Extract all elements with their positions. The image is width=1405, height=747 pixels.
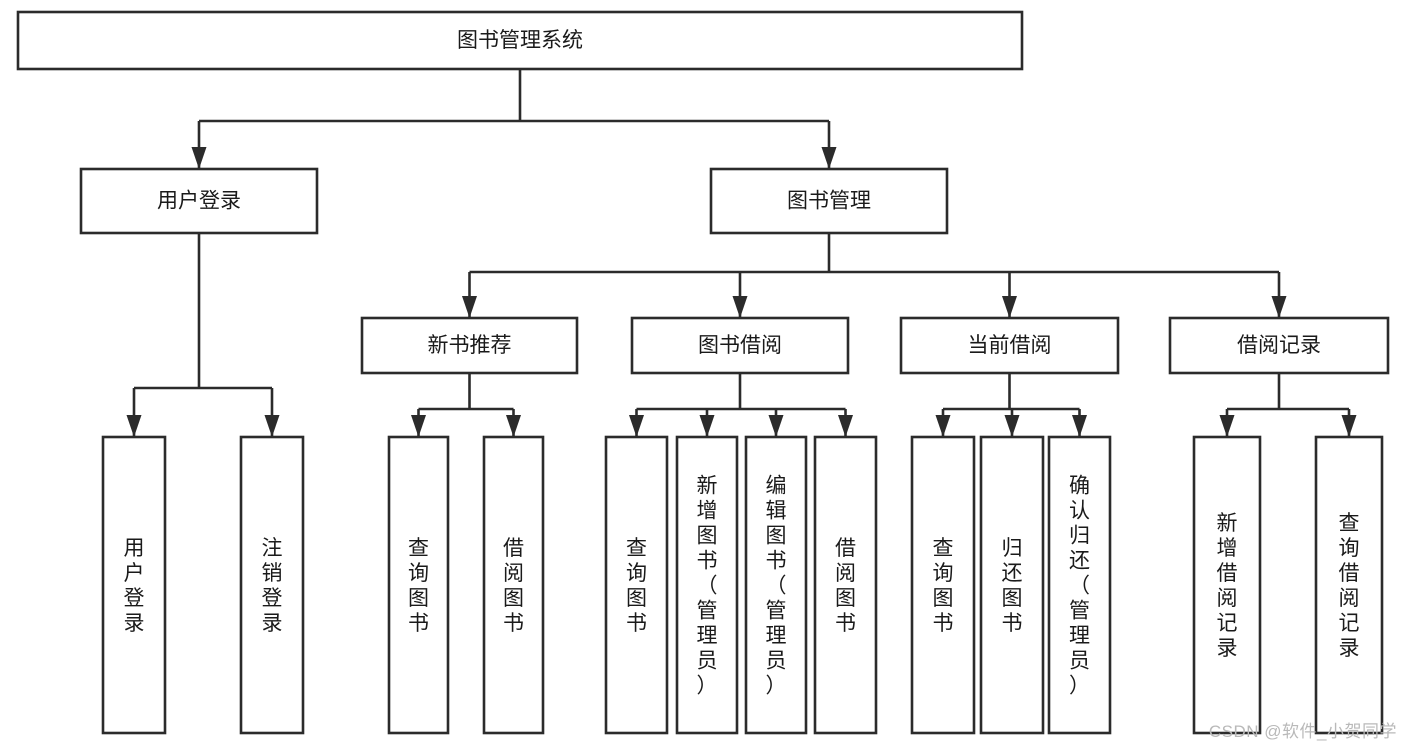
arrow-head-icon xyxy=(411,415,426,437)
leaf-label: 借阅图书 xyxy=(503,537,524,635)
leaf-label: 借阅图书 xyxy=(835,537,856,635)
leaf-label: 确认归还（管理员） xyxy=(1069,475,1090,698)
leaf-label: 用户登录 xyxy=(124,537,145,635)
leaf-box[interactable] xyxy=(482,435,545,735)
node-layer: 图书管理系统用户登录图书管理新书推荐图书借阅当前借阅借阅记录用户登录注销登录查询… xyxy=(16,10,1390,735)
leaf-label: 编辑图书（管理员） xyxy=(766,475,787,698)
branch-box[interactable] xyxy=(709,167,949,235)
branch-label: 当前借阅 xyxy=(968,334,1052,357)
arrow-head-icon xyxy=(264,415,280,437)
leaf-node[interactable]: 编辑图书（管理员） xyxy=(744,435,808,735)
leaf-label: 查询图书 xyxy=(933,537,954,635)
arrow-head-icon xyxy=(699,415,715,437)
branch-box[interactable] xyxy=(79,167,319,235)
leaf-node[interactable]: 新增图书（管理员） xyxy=(675,435,739,735)
leaf-node[interactable]: 查询图书 xyxy=(387,435,450,735)
leaf-label: 新增借阅记录 xyxy=(1217,512,1238,660)
arrow-head-icon xyxy=(1341,415,1357,437)
branch-label: 借阅记录 xyxy=(1237,334,1321,357)
branch-box[interactable] xyxy=(630,316,850,375)
leaf-box[interactable] xyxy=(1314,435,1384,735)
branch-label: 新书推荐 xyxy=(428,334,512,357)
leaf-label: 新增图书（管理员） xyxy=(697,475,718,698)
leaf-box[interactable] xyxy=(387,435,450,735)
leaf-label: 查询图书 xyxy=(626,537,647,635)
arrow-head-icon xyxy=(506,415,521,437)
leaf-box[interactable] xyxy=(675,435,739,735)
branch-node[interactable]: 借阅记录 xyxy=(1168,316,1390,375)
leaf-box[interactable] xyxy=(979,435,1045,735)
arrow-head-icon xyxy=(1004,415,1020,437)
branch-label: 用户登录 xyxy=(157,190,241,213)
branch-label: 图书管理 xyxy=(787,190,871,213)
arrow-head-icon xyxy=(838,415,853,437)
leaf-box[interactable] xyxy=(604,435,669,735)
root-box[interactable] xyxy=(16,10,1024,71)
leaf-node[interactable]: 用户登录 xyxy=(101,435,167,735)
leaf-node[interactable]: 查询图书 xyxy=(604,435,669,735)
leaf-box[interactable] xyxy=(744,435,808,735)
leaf-node[interactable]: 注销登录 xyxy=(239,435,305,735)
leaf-box[interactable] xyxy=(239,435,305,735)
arrow-head-icon xyxy=(1072,415,1087,437)
arrow-head-icon xyxy=(1271,296,1287,318)
leaf-node[interactable]: 新增借阅记录 xyxy=(1192,435,1262,735)
branch-label: 图书借阅 xyxy=(698,334,782,357)
leaf-node[interactable]: 借阅图书 xyxy=(482,435,545,735)
branch-box[interactable] xyxy=(1168,316,1390,375)
arrow-head-icon xyxy=(126,415,142,437)
leaf-box[interactable] xyxy=(1192,435,1262,735)
arrow-head-icon xyxy=(821,147,837,169)
leaf-box[interactable] xyxy=(813,435,878,735)
arrow-head-icon xyxy=(629,415,644,437)
leaf-node[interactable]: 查询图书 xyxy=(910,435,976,735)
leaf-node[interactable]: 查询借阅记录 xyxy=(1314,435,1384,735)
arrow-head-icon xyxy=(191,147,207,169)
leaf-node[interactable]: 确认归还（管理员） xyxy=(1047,435,1112,735)
root-node[interactable]: 图书管理系统 xyxy=(16,10,1024,71)
arrow-head-icon xyxy=(462,296,477,318)
leaf-node[interactable]: 归还图书 xyxy=(979,435,1045,735)
arrow-head-icon xyxy=(1219,415,1235,437)
arrow-head-icon xyxy=(768,415,784,437)
branch-node[interactable]: 新书推荐 xyxy=(360,316,579,375)
branch-node[interactable]: 用户登录 xyxy=(79,167,319,235)
leaf-label: 查询图书 xyxy=(408,537,429,635)
branch-node[interactable]: 当前借阅 xyxy=(899,316,1120,375)
leaf-label: 归还图书 xyxy=(1002,537,1023,635)
branch-box[interactable] xyxy=(360,316,579,375)
branch-box[interactable] xyxy=(899,316,1120,375)
arrow-head-icon xyxy=(732,296,748,318)
branch-node[interactable]: 图书管理 xyxy=(709,167,949,235)
root-label: 图书管理系统 xyxy=(457,29,583,52)
leaf-box[interactable] xyxy=(1047,435,1112,735)
leaf-node[interactable]: 借阅图书 xyxy=(813,435,878,735)
leaf-box[interactable] xyxy=(910,435,976,735)
leaf-label: 注销登录 xyxy=(262,537,283,635)
connector-layer xyxy=(126,69,1357,437)
arrow-head-icon xyxy=(1002,296,1017,318)
arrow-head-icon xyxy=(935,415,951,437)
leaf-label: 查询借阅记录 xyxy=(1339,512,1360,660)
branch-node[interactable]: 图书借阅 xyxy=(630,316,850,375)
leaf-box[interactable] xyxy=(101,435,167,735)
